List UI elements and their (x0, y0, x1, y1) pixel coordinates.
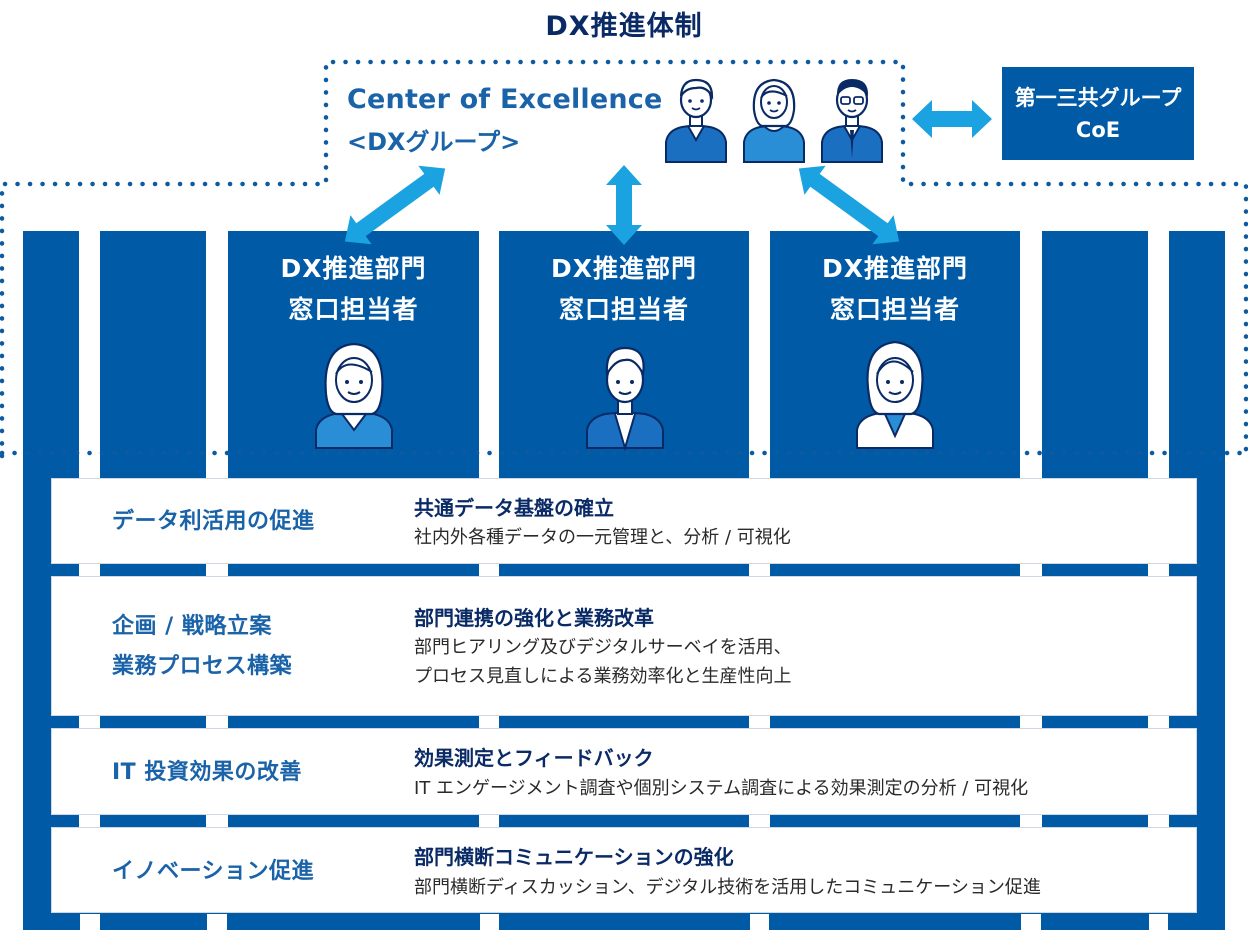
row-category-line1: IT 投資効果の改善 (112, 760, 302, 785)
department-label-line1: DX推進部門 (550, 254, 698, 283)
row-description: 部門ヒアリング及びデジタルサーベイを活用、 プロセス見直しによる業務効率化と生産… (414, 633, 792, 691)
row-description: 部門横断ディスカッション、デジタル技術を活用したコミュニケーション促進 (414, 873, 1041, 902)
double-arrow-icon (344, 165, 446, 245)
coe-title: Center of Excellence (347, 84, 663, 115)
row-description-line1: IT エンゲージメント調査や個別システム調査による効果測定の分析 / 可視化 (414, 778, 1029, 799)
department-label-line2: 窓口担当者 (558, 295, 689, 324)
person-icon (586, 346, 664, 452)
coe-subtitle: <DXグループ> (347, 128, 521, 156)
row-heading: 共通データ基盤の確立 (414, 496, 614, 520)
row-description-line1: 部門ヒアリング及びデジタルサーベイを活用、 (414, 637, 792, 658)
row-description: IT エンゲージメント調査や個別システム調査による効果測定の分析 / 可視化 (414, 774, 1028, 803)
initiative-row-4: イノベーション促進 部門横断コミュニケーションの強化 部門横断ディスカッション、… (51, 827, 1197, 913)
double-arrow-icon (798, 165, 900, 245)
department-label-2: DX推進部門 窓口担当者 (499, 248, 749, 330)
department-label-line1: DX推進部門 (821, 254, 969, 283)
group-coe-box: 第一三共グループ CoE (1002, 67, 1194, 160)
row-description-line2: プロセス見直しによる業務効率化と生産性向上 (414, 666, 792, 687)
person-icon (315, 342, 393, 449)
row-description-line1: 社内外各種データの一元管理と、分析 / 可視化 (414, 527, 791, 548)
row-description: 社内外各種データの一元管理と、分析 / 可視化 (414, 523, 791, 552)
row-description-line1: 部門横断ディスカッション、デジタル技術を活用したコミュニケーション促進 (414, 877, 1041, 898)
row-category-line1: データ利活用の促進 (112, 509, 315, 534)
row-heading: 部門横断コミュニケーションの強化 (414, 845, 734, 869)
double-arrow-icon (606, 165, 642, 245)
row-heading: 部門連携の強化と業務改革 (414, 606, 654, 630)
group-coe-line2: CoE (1075, 117, 1121, 142)
row-category-line1: イノベーション促進 (112, 859, 315, 884)
person-icon (856, 340, 934, 449)
person-icon (665, 78, 727, 163)
row-heading: 効果測定とフィードバック (414, 746, 654, 770)
double-arrow-icon (912, 100, 992, 138)
initiative-row-2: 企画 / 戦略立案 業務プロセス構築 部門連携の強化と業務改革 部門ヒアリング及… (51, 576, 1197, 716)
group-coe-line1: 第一三共グループ (1014, 85, 1182, 110)
diagram-title: DX推進体制 (545, 11, 703, 42)
row-category: イノベーション促進 (112, 852, 314, 892)
row-category: 企画 / 戦略立案 業務プロセス構築 (112, 607, 292, 687)
row-category: データ利活用の促進 (112, 502, 315, 542)
row-category: IT 投資効果の改善 (112, 753, 302, 793)
person-icon (743, 78, 805, 163)
department-label-line2: 窓口担当者 (288, 295, 419, 324)
department-label-3: DX推進部門 窓口担当者 (770, 248, 1020, 330)
initiative-row-3: IT 投資効果の改善 効果測定とフィードバック IT エンゲージメント調査や個別… (51, 728, 1197, 815)
department-label-line2: 窓口担当者 (829, 295, 960, 324)
row-category-line2: 業務プロセス構築 (112, 654, 293, 679)
initiative-row-1: データ利活用の促進 共通データ基盤の確立 社内外各種データの一元管理と、分析 /… (51, 478, 1197, 564)
base-band (23, 912, 1225, 930)
department-label-line1: DX推進部門 (280, 254, 427, 283)
department-label-1: DX推進部門 窓口担当者 (228, 248, 479, 330)
coe-people-group (665, 78, 883, 163)
person-icon (821, 79, 883, 163)
row-category-line1: 企画 / 戦略立案 (112, 614, 272, 639)
